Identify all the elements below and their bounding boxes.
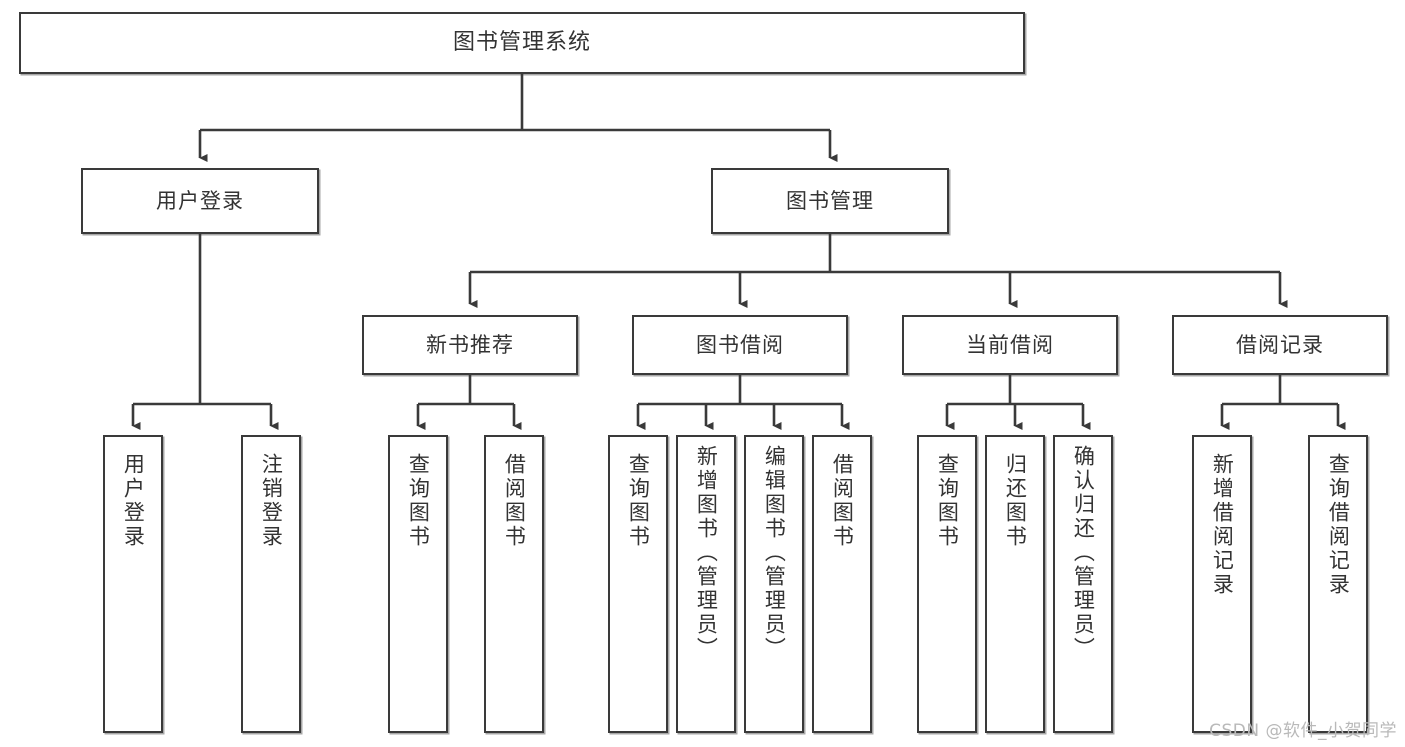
node-borrow-record[interactable]: 借阅记录 — [1172, 315, 1388, 375]
leaf-edit-book-admin[interactable]: 编辑图书（管理员） — [744, 435, 804, 733]
node-label: 新增借阅记录 — [1210, 453, 1235, 597]
leaf-confirm-return-admin[interactable]: 确认归还（管理员） — [1053, 435, 1113, 733]
node-label: 用户登录 — [121, 453, 146, 549]
node-label: 用户登录 — [156, 188, 244, 213]
node-label: 查询图书 — [406, 453, 431, 549]
leaf-query-book-recommend[interactable]: 查询图书 — [388, 435, 448, 733]
node-book-borrow[interactable]: 图书借阅 — [632, 315, 848, 375]
leaf-add-book-admin[interactable]: 新增图书（管理员） — [676, 435, 736, 733]
node-new-book-recommend[interactable]: 新书推荐 — [362, 315, 578, 375]
node-label: 查询借阅记录 — [1326, 453, 1351, 597]
leaf-return-book[interactable]: 归还图书 — [985, 435, 1045, 733]
leaf-add-borrow-record[interactable]: 新增借阅记录 — [1192, 435, 1252, 733]
node-label: 查询图书 — [626, 453, 651, 549]
node-label: 归还图书 — [1003, 453, 1028, 549]
node-label: 借阅图书 — [502, 453, 527, 549]
node-label: 借阅图书 — [830, 453, 855, 549]
node-label: 注销登录 — [259, 453, 284, 549]
node-current-borrow[interactable]: 当前借阅 — [902, 315, 1118, 375]
node-root-system[interactable]: 图书管理系统 — [19, 12, 1025, 74]
node-label: 图书管理系统 — [452, 30, 591, 56]
leaf-query-book-current[interactable]: 查询图书 — [917, 435, 977, 733]
node-label: 新增图书（管理员） — [694, 445, 719, 661]
node-label: 查询图书 — [935, 453, 960, 549]
leaf-query-book-borrow[interactable]: 查询图书 — [608, 435, 668, 733]
node-label: 图书管理 — [786, 188, 874, 213]
leaf-user-login[interactable]: 用户登录 — [103, 435, 163, 733]
node-label: 确认归还（管理员） — [1071, 445, 1096, 661]
leaf-borrow-book-recommend[interactable]: 借阅图书 — [484, 435, 544, 733]
node-label: 图书借阅 — [696, 332, 784, 357]
leaf-borrow-book[interactable]: 借阅图书 — [812, 435, 872, 733]
leaf-query-borrow-record[interactable]: 查询借阅记录 — [1308, 435, 1368, 733]
node-label: 编辑图书（管理员） — [762, 445, 787, 661]
csdn-watermark: CSDN @软件_小贺同学 — [1209, 721, 1397, 741]
node-user-login[interactable]: 用户登录 — [81, 168, 319, 234]
node-label: 当前借阅 — [966, 332, 1054, 357]
leaf-user-logout[interactable]: 注销登录 — [241, 435, 301, 733]
node-label: 借阅记录 — [1236, 332, 1324, 357]
node-label: 新书推荐 — [426, 332, 514, 357]
node-book-manage[interactable]: 图书管理 — [711, 168, 949, 234]
